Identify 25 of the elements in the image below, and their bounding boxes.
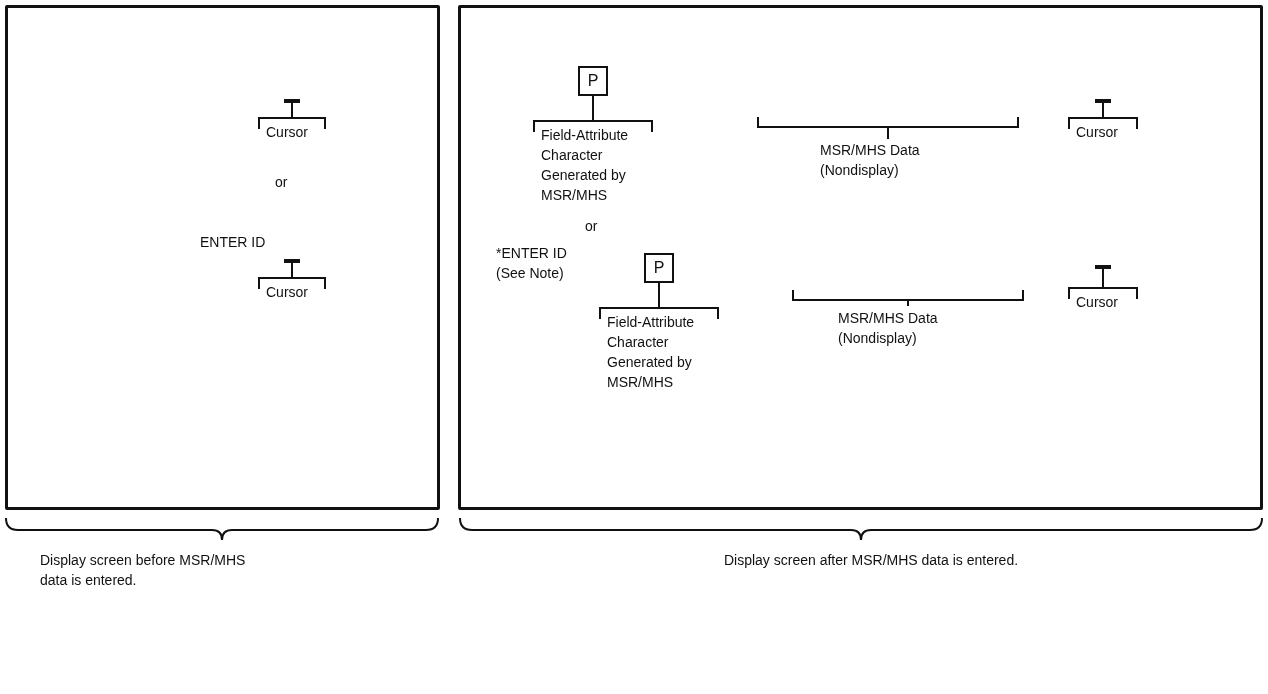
cursor-mark [1095,99,1111,103]
prompt-text: ENTER ID [200,233,267,252]
cursor-label: Cursor [1068,287,1138,309]
leader-line [1102,268,1104,288]
cursor-mark [284,259,300,263]
cursor-label: Cursor [258,277,326,299]
screen-caption: Display screen before MSR/MHS data is entered. [40,551,247,590]
screen-caption: Display screen after MSR/MHS data is entered. [722,551,1020,570]
cursor-label: Cursor [1068,117,1138,139]
prompt-text: *ENTER ID (See Note) [496,244,568,283]
display-screen [5,5,440,510]
cursor-mark [1095,265,1111,269]
cursor-mark [284,99,300,103]
attribute-box: P [578,66,608,96]
display-screen [458,5,1263,510]
leader-line [291,262,293,278]
cursor-label: Cursor [258,117,326,139]
data-label: MSR/MHS Data (Nondisplay) [838,309,939,348]
attribute-box: P [644,253,674,283]
data-label: MSR/MHS Data (Nondisplay) [820,141,921,180]
leader-line [291,102,293,118]
leader-line [592,95,594,121]
connector-word: or [275,173,289,192]
leader-line [658,282,660,308]
leader-line [1102,102,1104,118]
